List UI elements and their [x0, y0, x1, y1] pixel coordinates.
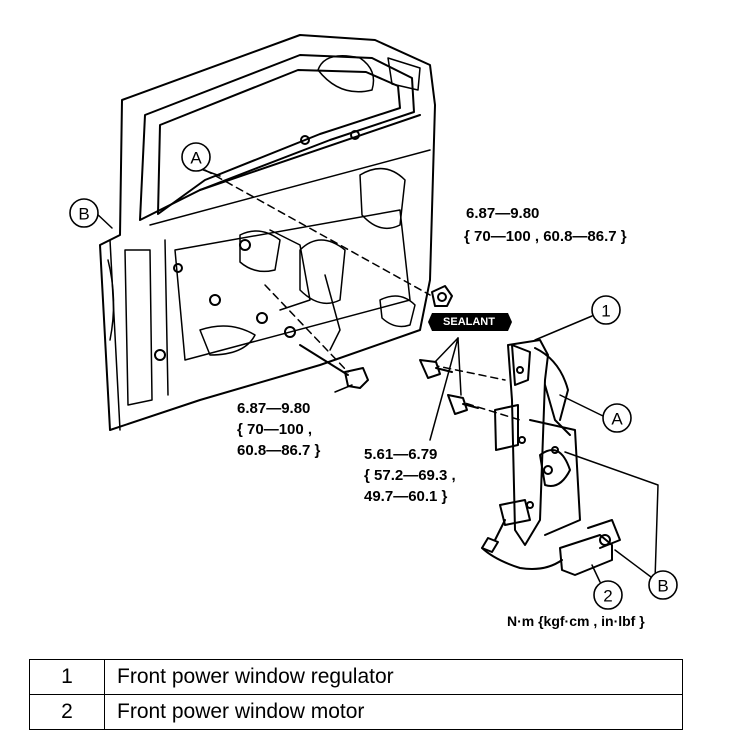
svg-text:SEALANT: SEALANT [443, 316, 495, 328]
callout-2: 2 [593, 580, 623, 610]
parts-table: 1 Front power window regulator 2 Front p… [29, 659, 683, 730]
mounting-nut [431, 285, 453, 307]
part-number: 2 [29, 694, 105, 730]
regulator-bolts [419, 359, 479, 415]
nut-torque-line1: 6.87—9.80 [466, 205, 539, 222]
svg-text:B: B [78, 205, 89, 224]
callout-a-regulator: A [602, 403, 632, 433]
callout-1: 1 [591, 295, 621, 325]
svg-text:2: 2 [603, 587, 612, 606]
svg-text:A: A [190, 149, 202, 168]
sealant-tag: SEALANT [428, 313, 512, 331]
regulator-torque-line2: { 57.2—69.3 , [364, 467, 456, 484]
nut-torque-line2: { 70—100 , 60.8—86.7 } [464, 228, 627, 245]
regulator-torque-line3: 49.7—60.1 } [364, 488, 448, 505]
callout-b-regulator: B [648, 570, 678, 600]
svg-text:1: 1 [601, 302, 610, 321]
bolt-torque-line3: 60.8—86.7 } [237, 442, 321, 459]
units-label: N·m {kgf·cm , in·lbf } [507, 613, 645, 629]
bolt-torque-line1: 6.87—9.80 [237, 400, 310, 417]
mounting-bolt [299, 344, 369, 389]
table-row: 2 Front power window motor [29, 694, 683, 730]
part-number: 1 [29, 659, 105, 695]
door-panel [99, 34, 436, 431]
callout-b-door: B [69, 198, 99, 228]
bolt-torque-line2: { 70—100 , [237, 421, 312, 438]
callout-a-door: A [181, 142, 211, 172]
part-name: Front power window regulator [104, 659, 683, 695]
window-motor [481, 519, 621, 576]
svg-text:B: B [657, 577, 668, 596]
door-assembly-diagram: A B 1 A B 2 SEALANT 6.87—9.80 { 70—100 ,… [69, 34, 678, 629]
part-name: Front power window motor [104, 694, 683, 730]
window-regulator [494, 339, 581, 546]
svg-text:A: A [611, 410, 623, 429]
regulator-torque-line1: 5.61—6.79 [364, 446, 437, 463]
table-row: 1 Front power window regulator [29, 659, 683, 695]
